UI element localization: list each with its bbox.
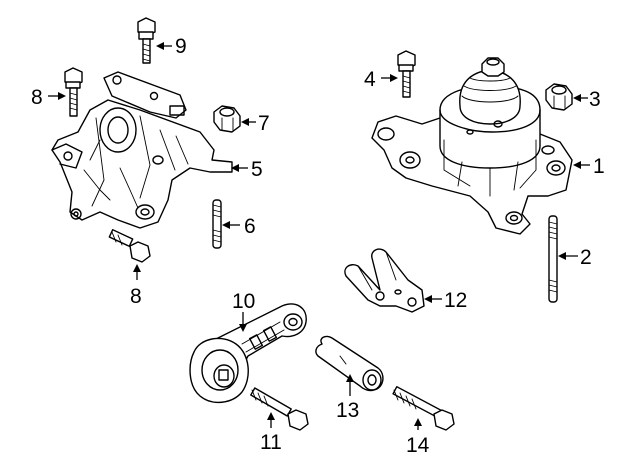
callout-11: 11 — [260, 431, 282, 454]
callout-14: 14 — [406, 434, 430, 457]
part-11-bolt — [250, 387, 309, 431]
callout-5: 5 — [251, 158, 263, 181]
part-13-sleeve — [315, 335, 384, 392]
callout-9: 9 — [175, 35, 187, 58]
part-5-transmission-mount — [51, 71, 233, 229]
callout-6: 6 — [244, 215, 256, 238]
part-6-stud — [212, 199, 222, 249]
part-1-engine-mount — [371, 57, 573, 235]
callout-1: 1 — [593, 155, 605, 178]
leader-12 — [424, 295, 442, 303]
part-7-nut — [213, 105, 241, 133]
callout-7: 7 — [258, 112, 270, 135]
leader-4 — [381, 74, 398, 82]
part-2-stud — [548, 215, 558, 303]
callout-12: 12 — [444, 289, 467, 312]
leader-7 — [241, 118, 256, 126]
part-10-torque-rod — [189, 303, 307, 403]
leader-9 — [156, 42, 172, 50]
leader-14 — [414, 418, 422, 430]
part-8-bolt-upper — [64, 67, 83, 117]
callout-2: 2 — [580, 246, 592, 269]
leader-8-upper — [48, 92, 66, 100]
part-8-bolt-lower — [108, 229, 151, 263]
leader-3 — [573, 94, 588, 102]
callout-4: 4 — [364, 68, 376, 91]
part-3-nut — [545, 83, 573, 111]
leader-13 — [346, 374, 354, 396]
callout-8-upper: 8 — [31, 86, 43, 109]
leader-1 — [573, 161, 590, 169]
leader-2 — [558, 252, 578, 260]
leader-6 — [222, 221, 240, 229]
leader-10 — [239, 312, 247, 332]
part-4-bolt — [397, 50, 416, 98]
callout-10: 10 — [232, 290, 255, 313]
callout-3: 3 — [589, 88, 601, 111]
part-14-bolt — [392, 386, 455, 431]
part-9-bolt — [137, 17, 156, 64]
leader-11 — [267, 412, 275, 428]
callout-8-lower: 8 — [130, 285, 142, 308]
leader-5 — [231, 164, 248, 172]
part-12-bracket — [344, 248, 425, 313]
callout-13: 13 — [336, 399, 359, 422]
leader-8-lower — [133, 264, 141, 280]
